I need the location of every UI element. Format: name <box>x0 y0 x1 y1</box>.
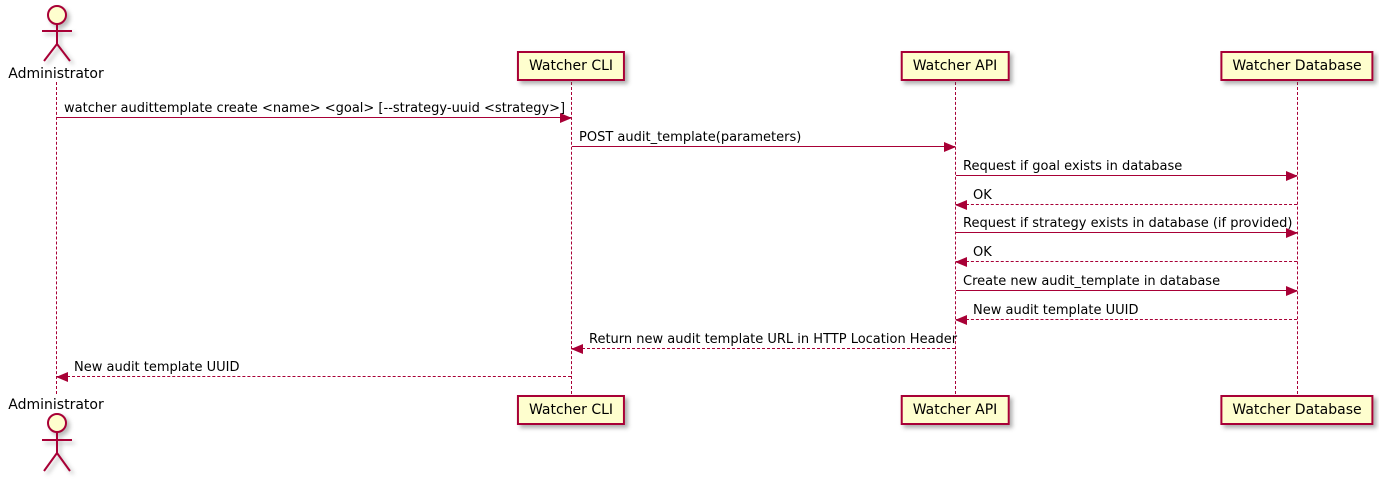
message-5-line <box>956 228 1298 238</box>
message-3-line <box>956 171 1298 181</box>
message-1-line <box>57 113 572 123</box>
message-5-label: Request if strategy exists in database (… <box>963 216 1293 231</box>
actor-label-administrator-top: Administrator <box>8 66 104 82</box>
participant-watcher-api-bottom: Watcher API <box>900 395 1010 425</box>
message-9: Return new audit template URL in HTTP Lo… <box>571 332 958 354</box>
message-8-label: New audit template UUID <box>973 303 1139 318</box>
actor-icon <box>42 413 72 472</box>
message-5: Request if strategy exists in database (… <box>956 216 1298 238</box>
arrow-right-icon <box>1286 286 1298 296</box>
arrow-right-icon <box>944 142 956 152</box>
message-7-line <box>956 286 1298 296</box>
participant-watcher-api-top: Watcher API <box>900 51 1010 81</box>
actor-label-administrator-bottom: Administrator <box>8 397 104 413</box>
arrow-left-icon <box>56 372 68 382</box>
arrow-left-icon <box>955 200 967 210</box>
message-2-label: POST audit_template(parameters) <box>579 130 802 145</box>
message-2-line <box>572 142 956 152</box>
lifeline-watcher-cli <box>571 82 572 394</box>
message-7: Create new audit_template in database <box>956 274 1298 296</box>
lifeline-watcher-database <box>1297 82 1298 394</box>
actor-icon <box>42 5 72 62</box>
message-9-line <box>571 344 955 354</box>
message-8: New audit template UUID <box>955 303 1297 325</box>
message-10-line <box>56 372 571 382</box>
message-8-line <box>955 315 1297 325</box>
message-4-label: OK <box>973 188 992 203</box>
message-4-line <box>955 200 1297 210</box>
message-7-label: Create new audit_template in database <box>963 274 1221 289</box>
message-3-label: Request if goal exists in database <box>963 159 1183 174</box>
message-6-label: OK <box>973 245 992 260</box>
message-9-label: Return new audit template URL in HTTP Lo… <box>589 332 958 347</box>
message-4: OK <box>955 188 1297 210</box>
message-1-label: watcher audittemplate create <name> <goa… <box>64 101 566 116</box>
message-3: Request if goal exists in database <box>956 159 1298 181</box>
arrow-left-icon <box>955 257 967 267</box>
participant-watcher-cli-top: Watcher CLI <box>516 51 626 81</box>
arrow-right-icon <box>1286 228 1298 238</box>
participant-watcher-database-top: Watcher Database <box>1220 51 1374 81</box>
arrow-right-icon <box>1286 171 1298 181</box>
lifeline-administrator <box>56 82 57 394</box>
message-10-label: New audit template UUID <box>74 360 240 375</box>
lifeline-watcher-api <box>955 82 956 394</box>
arrow-left-icon <box>571 344 583 354</box>
message-10: New audit template UUID <box>56 360 571 382</box>
arrow-left-icon <box>955 315 967 325</box>
participant-watcher-database-bottom: Watcher Database <box>1220 395 1374 425</box>
arrow-right-icon <box>560 113 572 123</box>
participant-watcher-cli-bottom: Watcher CLI <box>516 395 626 425</box>
message-1: watcher audittemplate create <name> <goa… <box>57 101 572 123</box>
message-6-line <box>955 257 1297 267</box>
message-2: POST audit_template(parameters) <box>572 130 956 152</box>
message-6: OK <box>955 245 1297 267</box>
